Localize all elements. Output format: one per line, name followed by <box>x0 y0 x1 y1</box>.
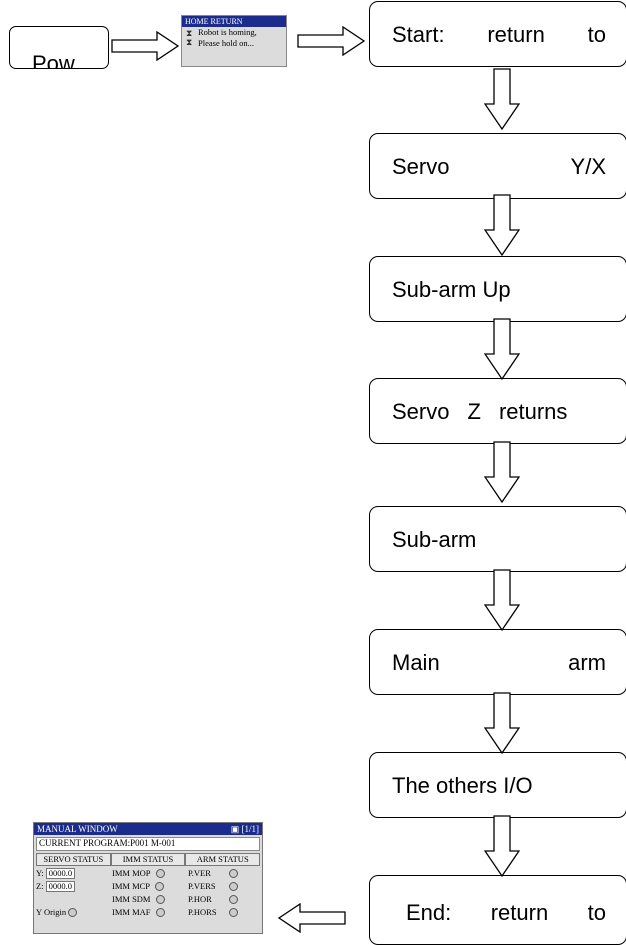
hourglass-icon: ⧗ <box>186 28 193 38</box>
flow-word: End: <box>406 900 452 925</box>
status-row: Z: 0000.0 IMM MCP P.VERS <box>36 880 260 892</box>
status-led-icon <box>229 894 238 904</box>
right-arrow-2 <box>297 26 365 56</box>
arm-label: P.HOR <box>188 893 212 904</box>
right-arrow-1 <box>111 31 179 61</box>
flow-word: Sub-arm <box>392 527 477 552</box>
status-led-icon <box>68 907 78 917</box>
flow-step-sub-arm: Sub-arm <box>369 506 626 572</box>
arm-label: P.VERS <box>188 880 216 891</box>
popup-line-2: Please hold on... <box>198 38 254 48</box>
flow-word: Z <box>467 399 481 424</box>
power-box: Pow <box>9 26 109 69</box>
status-led-icon <box>229 868 238 878</box>
status-led-icon <box>155 907 165 917</box>
power-box-label: Pow <box>32 51 75 69</box>
status-headers: SERVO STATUS IMM STATUS ARM STATUS <box>36 853 261 866</box>
flow-step-end: End: return to <box>369 875 626 945</box>
flow-step-start: Start: return to <box>369 1 626 67</box>
status-led-icon <box>229 907 238 917</box>
down-arrow-2 <box>484 194 520 256</box>
window-icon: ▣ <box>230 824 240 834</box>
flow-word: to <box>587 900 606 925</box>
status-row: IMM SDM P.HOR <box>36 893 260 905</box>
home-return-popup: HOME RETURN ⧗ Robot is homing, ⧗ Please … <box>181 15 287 67</box>
flow-word: Start: <box>392 22 445 47</box>
down-arrow-6 <box>484 692 520 754</box>
flow-word: Servo <box>392 399 450 424</box>
flow-word: The others I/O <box>392 773 533 798</box>
flow-word: arm <box>568 650 606 675</box>
servo-label: Y: <box>36 867 44 878</box>
servo-value: 0000.0 <box>45 880 75 892</box>
flow-word: Y/X <box>570 154 606 179</box>
flow-word: return <box>487 22 545 47</box>
flow-word: to <box>587 22 606 47</box>
flow-step-sub-arm-up: Sub-arm Up <box>369 256 626 322</box>
manual-window: MANUAL WINDOW ▣ [1/1] CURRENT PROGRAM:P0… <box>33 822 263 934</box>
imm-label: IMM MAF <box>112 906 151 917</box>
imm-label: IMM MCP <box>112 880 151 891</box>
header-imm-status: IMM STATUS <box>110 853 186 866</box>
imm-label: IMM MOP <box>112 867 151 878</box>
header-arm-status: ARM STATUS <box>185 853 261 866</box>
flow-step-others-io: The others I/O <box>369 752 626 818</box>
imm-label: IMM SDM <box>112 893 151 904</box>
flow-step-servo-yx: Servo Y/X <box>369 133 626 199</box>
popup-line-1: Robot is homing, <box>198 27 257 37</box>
status-led-icon <box>229 881 238 891</box>
flow-word: Main <box>392 650 440 675</box>
down-arrow-5 <box>484 569 520 631</box>
status-led-icon <box>155 868 165 878</box>
servo-label: Z: <box>36 880 44 891</box>
header-servo-status: SERVO STATUS <box>36 853 111 866</box>
popup-title: HOME RETURN <box>182 16 286 27</box>
down-arrow-7 <box>484 815 520 877</box>
status-row: Y Origin IMM MAF P.HORS <box>36 906 260 918</box>
manual-window-title: MANUAL WINDOW <box>37 824 118 834</box>
down-arrow-1 <box>484 68 520 130</box>
down-arrow-4 <box>484 441 520 503</box>
left-arrow <box>278 903 346 933</box>
page-indicator: [1/1] <box>241 824 260 834</box>
status-row: Y: 0000.0 IMM MOP P.VER <box>36 867 260 879</box>
flow-word: returns <box>498 399 568 424</box>
flow-word: return <box>490 900 549 925</box>
status-led-icon <box>155 894 165 904</box>
flow-word: Sub-arm Up <box>392 277 511 302</box>
arm-label: P.HORS <box>188 906 217 917</box>
current-program: CURRENT PROGRAM:P001 M-001 <box>36 837 260 851</box>
hourglass-icon: ⧗ <box>186 37 193 47</box>
servo-value: 0000.0 <box>45 867 76 879</box>
status-led-icon <box>155 881 165 891</box>
flow-step-servo-z: Servo Z returns <box>369 378 626 444</box>
arm-label: P.VER <box>188 867 211 878</box>
flow-step-main-arm: Main arm <box>369 629 626 695</box>
down-arrow-3 <box>484 318 520 380</box>
servo-label: Y Origin <box>36 906 67 917</box>
flow-word: Servo <box>392 154 450 179</box>
